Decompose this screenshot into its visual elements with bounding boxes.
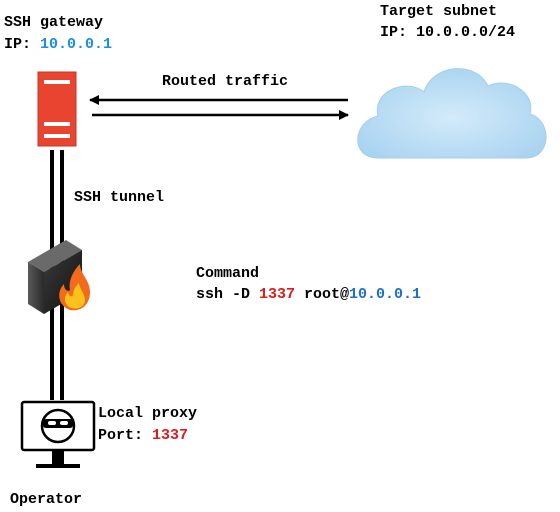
subnet-title: Target subnet bbox=[380, 3, 498, 20]
server-icon bbox=[37, 71, 77, 147]
command-text: ssh -D 1337 root@10.0.0.1 bbox=[196, 285, 421, 305]
subnet-ip: IP: 10.0.0.0/24 bbox=[380, 23, 515, 43]
subnet-ip-value: 10.0.0.0/24 bbox=[416, 24, 516, 41]
gateway-title: SSH gateway bbox=[4, 14, 104, 31]
gateway-ip-label: IP: bbox=[4, 36, 32, 53]
gateway-ip-value: 10.0.0.1 bbox=[40, 36, 113, 53]
proxy-port: Port: 1337 bbox=[98, 426, 188, 446]
command-host: 10.0.0.1 bbox=[349, 286, 422, 303]
flame-icon bbox=[59, 264, 90, 311]
operator-label: Operator bbox=[10, 491, 83, 508]
proxy-port-value: 1337 bbox=[152, 427, 189, 444]
command-port: 1337 bbox=[259, 286, 296, 303]
proxy-port-label: Port: bbox=[98, 427, 144, 444]
command-title: Command bbox=[196, 265, 260, 282]
hacker-mask-icon bbox=[40, 408, 76, 444]
subnet-ip-label: IP: bbox=[380, 24, 408, 41]
operator-monitor-icon bbox=[20, 400, 96, 468]
gateway-ip: IP: 10.0.0.1 bbox=[4, 35, 112, 55]
routed-traffic-label: Routed traffic bbox=[162, 73, 289, 90]
command-user: root@ bbox=[295, 286, 350, 303]
cloud-icon bbox=[357, 68, 547, 159]
ssh-tunnel-label: SSH tunnel bbox=[74, 189, 165, 206]
firewall-icon bbox=[28, 240, 90, 314]
command-prefix: ssh -D bbox=[196, 286, 260, 303]
routed-traffic-arrows bbox=[89, 95, 349, 120]
proxy-title: Local proxy bbox=[98, 405, 198, 422]
